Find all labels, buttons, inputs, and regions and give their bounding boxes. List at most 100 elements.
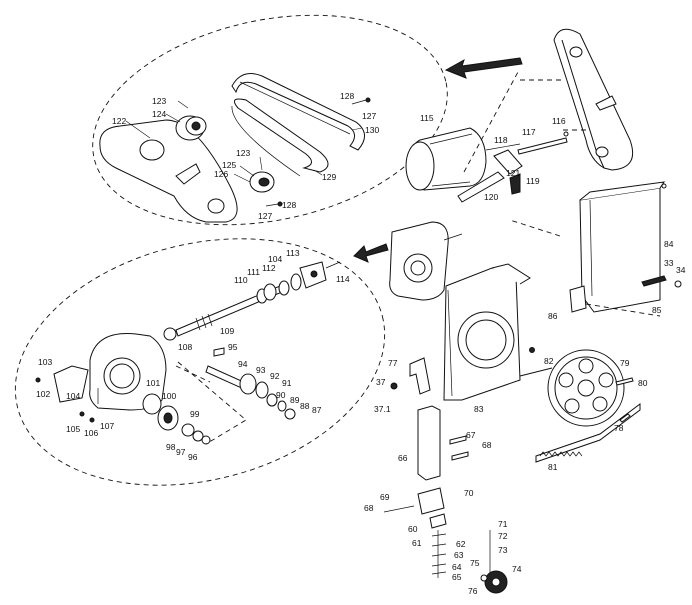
part-label: 100 <box>162 391 176 401</box>
shaft-part <box>517 131 569 155</box>
part-label: 106 <box>84 428 98 438</box>
bracket-part <box>457 149 523 203</box>
motor-part <box>405 127 521 191</box>
part-label: 37.1 <box>374 404 391 414</box>
part-label: 126 <box>214 169 228 179</box>
guide-lines-right <box>463 71 661 317</box>
gear-set-part <box>142 393 211 445</box>
screw-106-part <box>89 417 95 423</box>
part-label: 60 <box>408 524 418 534</box>
part-label: 88 <box>300 401 310 411</box>
part-label: 128 <box>282 200 296 210</box>
part-label: 114 <box>336 274 350 284</box>
part-label: 105 <box>66 424 80 434</box>
part-label: 81 <box>548 462 558 472</box>
part-label: 76 <box>468 586 478 596</box>
part-label: 122 <box>112 116 126 126</box>
part-label: 64 <box>452 562 462 572</box>
part-label: 73 <box>498 545 508 555</box>
part-label: 124 <box>152 109 166 119</box>
saw-blade-part <box>519 367 641 463</box>
part-label: 95 <box>228 342 238 352</box>
belt-part <box>231 98 329 177</box>
part-label: 101 <box>146 378 160 388</box>
pulley-bracket-part <box>99 119 238 223</box>
part-label: 104 <box>66 391 80 401</box>
part-label: 65 <box>452 572 462 582</box>
part-label: 90 <box>276 390 286 400</box>
part-label: 118 <box>494 135 508 145</box>
part-label: 89 <box>290 395 300 405</box>
blade-guide-part <box>409 357 431 395</box>
part-label: 123 <box>236 148 250 158</box>
part-label: 85 <box>652 305 662 315</box>
part-label: 108 <box>178 342 192 352</box>
part-label: 77 <box>388 358 398 368</box>
part-label: 117 <box>522 127 536 137</box>
drive-pulley-part <box>175 115 207 141</box>
cover-screw-part <box>265 97 371 207</box>
bolt-67-68-part <box>449 435 469 461</box>
part-label: 34 <box>676 265 686 275</box>
part-label: 104 <box>268 254 282 264</box>
part-label: 74 <box>512 564 522 574</box>
part-label: 120 <box>484 192 498 202</box>
lower-guide-assembly-part <box>383 487 508 594</box>
part-label: 66 <box>398 453 408 463</box>
upper-detail-boundary <box>92 14 448 226</box>
part-label: 111 <box>247 267 260 277</box>
output-shaft-part <box>205 347 296 420</box>
part-label: 123 <box>152 96 166 106</box>
part-label: 128 <box>340 91 354 101</box>
bolt-80-part <box>615 377 634 386</box>
part-label: 75 <box>470 558 480 568</box>
part-label: 91 <box>282 378 292 388</box>
part-label: 129 <box>322 172 336 182</box>
guide-bar-part <box>417 405 441 481</box>
part-label: 109 <box>220 326 234 336</box>
part-labels: 122 123 124 128 127 130 129 123 125 126 … <box>36 91 686 596</box>
part-label: 68 <box>364 503 374 513</box>
part-label: 78 <box>614 423 624 433</box>
part-label: 71 <box>498 519 508 529</box>
frame-part <box>443 263 531 401</box>
part-label: 67 <box>466 430 476 440</box>
knob-37-part <box>390 382 398 390</box>
belt-housing-part <box>553 28 634 171</box>
side-plate-part <box>579 181 667 313</box>
part-label: 127 <box>258 211 272 221</box>
blade-teeth <box>539 451 583 457</box>
part-label: 121 <box>506 168 520 178</box>
part-label: 79 <box>620 358 630 368</box>
part-label: 116 <box>552 116 566 126</box>
part-label: 130 <box>365 125 379 135</box>
arrow-to-lower-detail <box>353 243 389 263</box>
part-label: 119 <box>526 176 540 186</box>
wheel-part <box>547 349 625 427</box>
bearing-108-part <box>163 327 177 341</box>
part-label: 102 <box>36 389 50 399</box>
bolt-78-part <box>619 413 631 423</box>
bearing-set-part <box>256 273 302 304</box>
part-label: 93 <box>256 365 266 375</box>
cover-plate-part <box>53 365 89 403</box>
upper-leaders <box>125 100 363 183</box>
bolt-82-part <box>529 347 535 353</box>
screws-105-107-part <box>79 411 85 417</box>
arrow-to-upper-detail <box>444 57 523 79</box>
part-label: 61 <box>412 538 422 548</box>
part-label: 80 <box>638 378 648 388</box>
part-label: 83 <box>474 404 484 414</box>
part-label: 99 <box>190 409 200 419</box>
part-label: 127 <box>362 111 376 121</box>
part-label: 72 <box>498 531 508 541</box>
part-label: 103 <box>38 357 52 367</box>
part-label: 110 <box>234 275 248 285</box>
belt-cover-part <box>231 73 365 151</box>
part-label: 107 <box>100 421 114 431</box>
part-label: 115 <box>420 113 434 123</box>
part-label: 87 <box>312 405 322 415</box>
part-label: 63 <box>454 550 464 560</box>
part-label: 69 <box>380 492 390 502</box>
